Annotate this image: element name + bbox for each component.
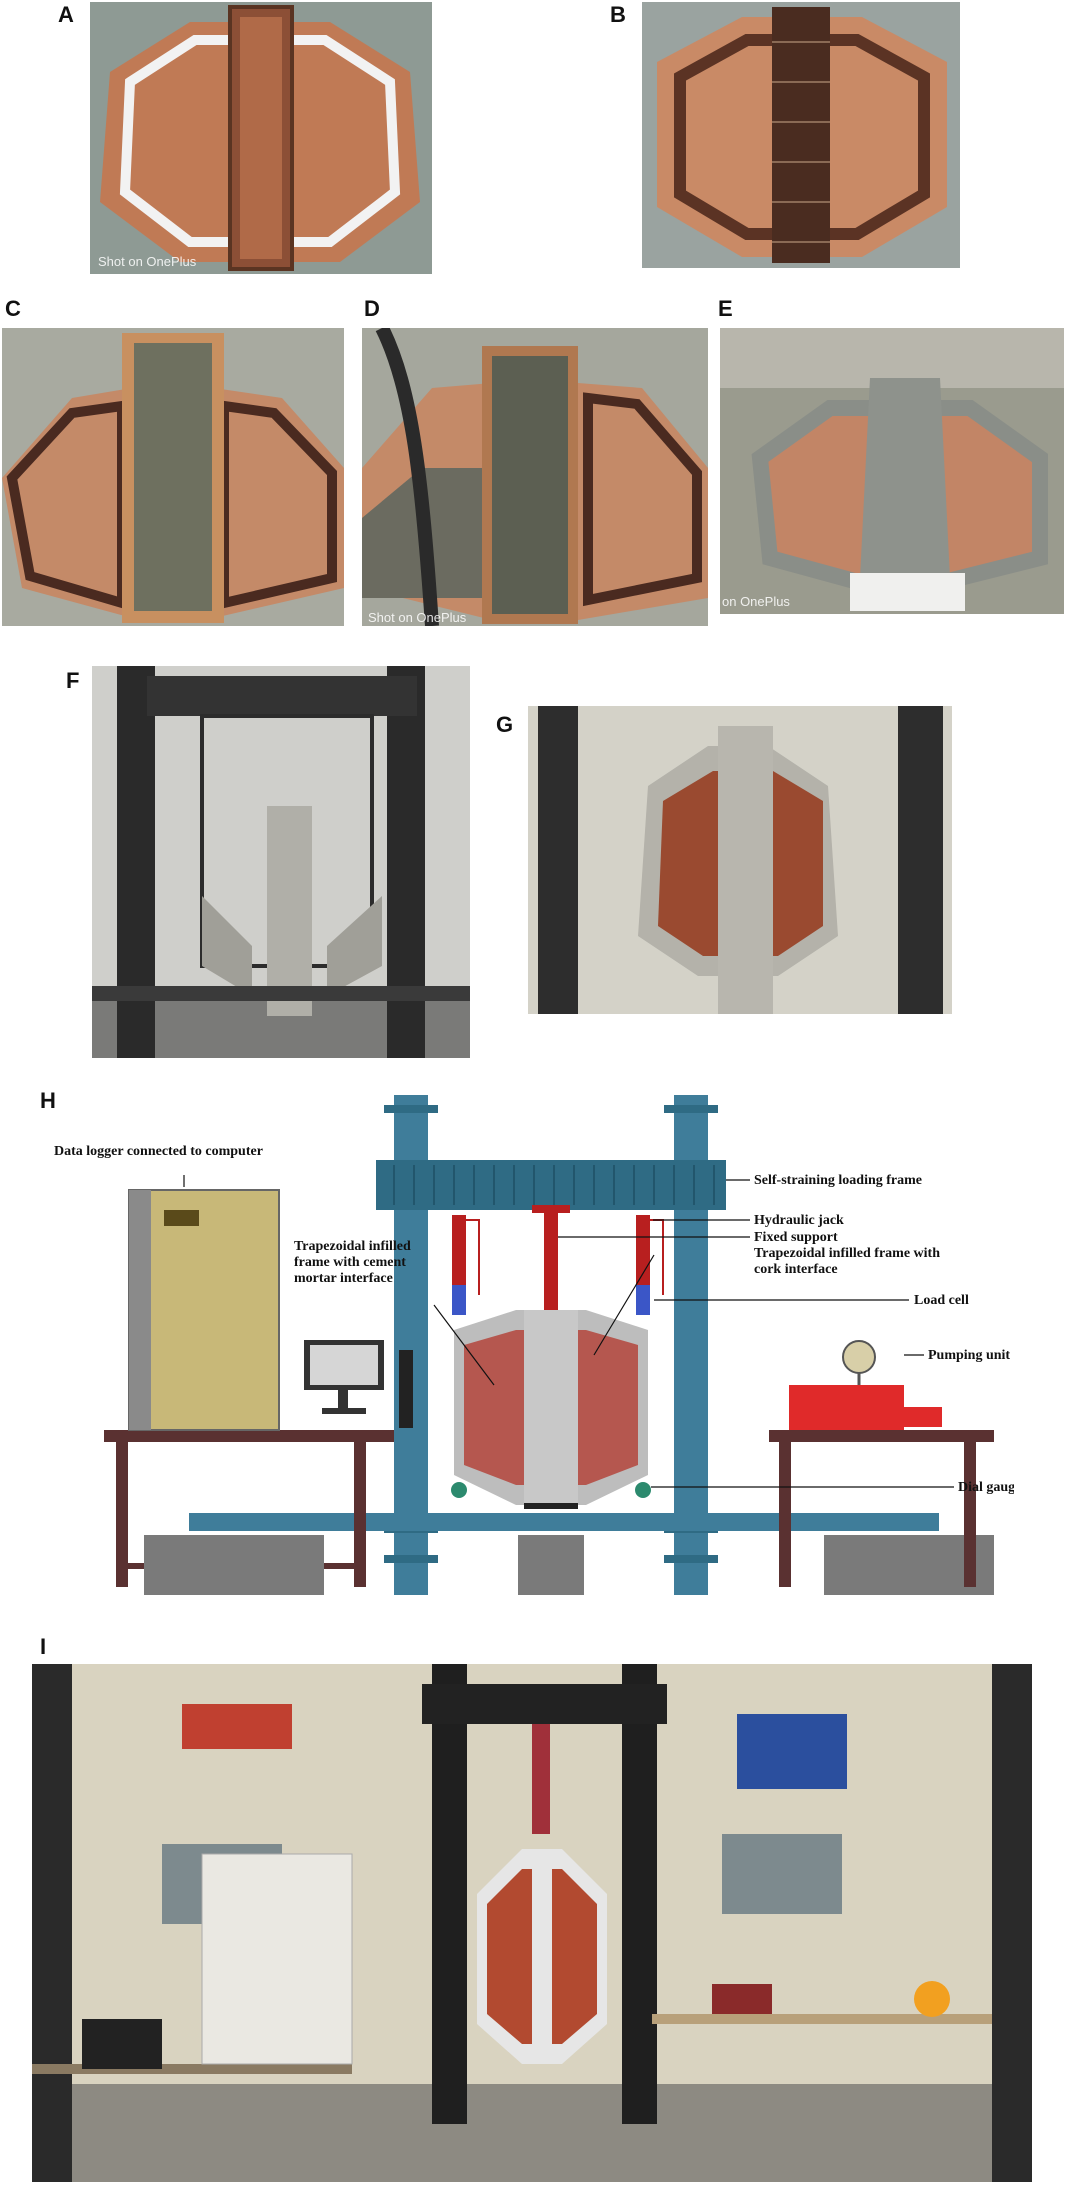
pumping-unit [789, 1385, 904, 1430]
label-data-logger: Data logger connected to computer [54, 1144, 263, 1159]
dial-gauge-left [451, 1482, 467, 1498]
fixed-support [544, 1210, 558, 1310]
label-hydraulic-jack: Hydraulic jack [754, 1213, 844, 1228]
photo-concreting-d [362, 328, 708, 626]
panel-label-e: E [718, 296, 733, 321]
test-setup-schematic: Data logger connected to computer Self-s… [54, 1095, 1014, 1595]
photo-caption-a: Shot on OnePlus [98, 254, 197, 269]
right-table [769, 1430, 994, 1442]
panel-label-d: D [364, 296, 380, 321]
label-cement-line2: frame with cement [294, 1255, 406, 1270]
panel-label-i: I [40, 1634, 47, 1659]
photo-concreting-c [2, 328, 344, 626]
label-cement-line3: mortar interface [294, 1271, 393, 1286]
label-load-cell: Load cell [914, 1293, 969, 1308]
dial-gauge-right [635, 1482, 651, 1498]
data-logger [128, 1189, 280, 1431]
load-cell-left [452, 1285, 466, 1315]
panel-label-h: H [40, 1088, 56, 1113]
hydraulic-jack-right [636, 1215, 650, 1285]
photo-specimen-e [720, 328, 1064, 614]
photo-infilled-specimen-g [528, 706, 952, 1014]
photo-caption-d: Shot on OnePlus [368, 610, 467, 625]
panel-label-f: F [66, 668, 80, 693]
photo-reinforcement-b [642, 2, 960, 268]
load-cell-right [636, 1285, 650, 1315]
photo-formwork-a [90, 2, 432, 274]
photo-lab-setup-i [32, 1664, 1032, 2182]
label-loading-frame: Self-straining loading frame [754, 1173, 922, 1188]
hydraulic-jack-left [452, 1215, 466, 1285]
panel-label-c: C [5, 296, 21, 321]
photo-caption-e: on OnePlus [722, 594, 790, 609]
panel-label-g: G [496, 712, 514, 737]
label-cork-line1: Trapezoidal infilled frame with [754, 1246, 940, 1261]
cement-mortar-infill [464, 1330, 524, 1485]
label-cork-line2: cork interface [754, 1262, 838, 1277]
panel-label-a: A [58, 2, 74, 27]
label-fixed-support: Fixed support [754, 1230, 838, 1245]
base-beam [189, 1513, 939, 1531]
left-table [104, 1430, 394, 1442]
computer-tower [399, 1350, 413, 1428]
label-cement-line1: Trapezoidal infilled [294, 1239, 411, 1254]
photo-test-setup-f [92, 666, 470, 1058]
label-pumping-unit: Pumping unit [928, 1348, 1010, 1363]
panel-label-b: B [610, 2, 626, 27]
cork-infill [578, 1330, 638, 1485]
pressure-gauge [842, 1340, 876, 1374]
label-dial-gauge: Dial gauge [958, 1480, 1014, 1495]
